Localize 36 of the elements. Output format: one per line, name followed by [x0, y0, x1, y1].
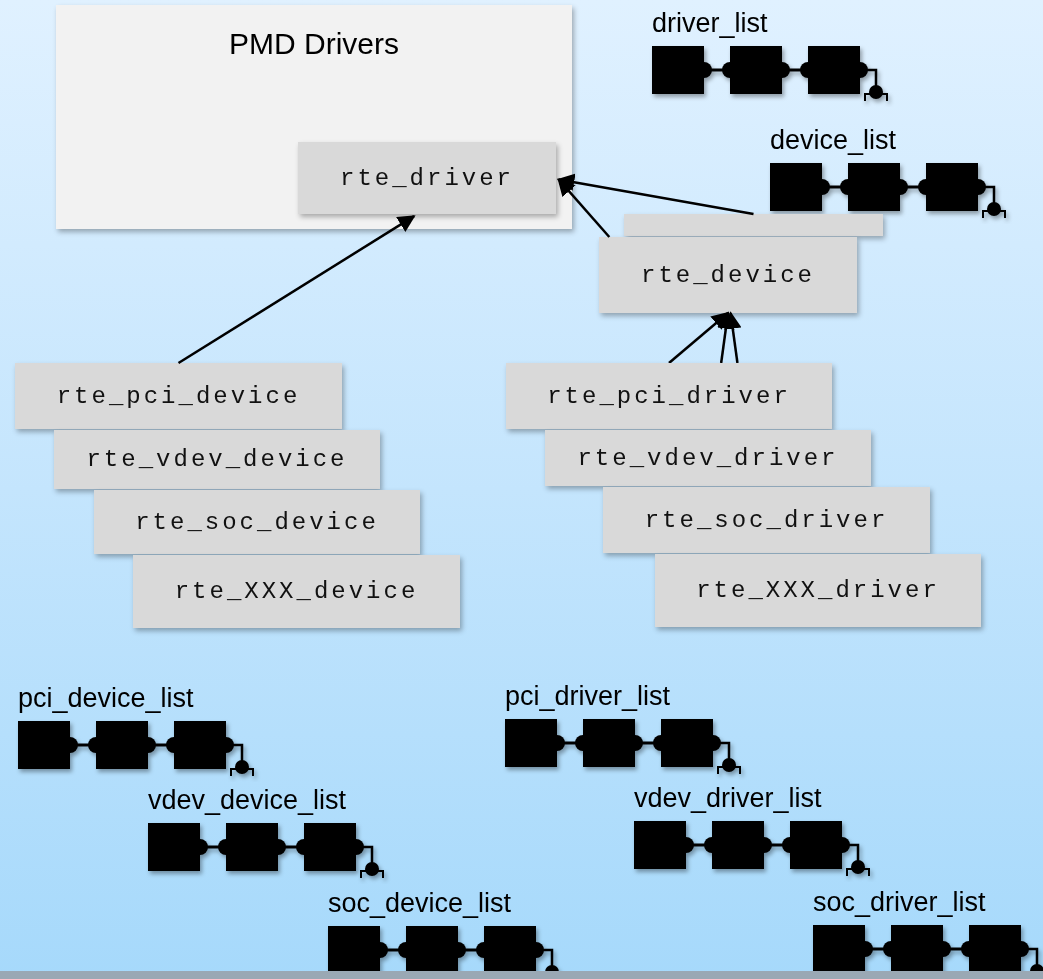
- struct-name: rte_soc_driver: [644, 506, 889, 534]
- struct-name: rte_soc_device: [135, 508, 379, 536]
- list-title: soc_device_list: [328, 888, 512, 919]
- struct-box: [94, 490, 420, 554]
- struct-box: [54, 430, 380, 489]
- arrow: [557, 178, 611, 238]
- list-title: driver_list: [652, 8, 768, 39]
- struct-name: rte_vdev_device: [86, 446, 348, 473]
- struct-name: rte_XXX_device: [174, 578, 419, 605]
- list-title: vdev_device_list: [148, 785, 347, 816]
- arrow: [556, 173, 754, 216]
- group-title: PMD Drivers: [229, 27, 399, 62]
- struct-box: [599, 237, 857, 313]
- struct-box: [545, 430, 871, 486]
- struct-name: rte_pci_device: [56, 382, 301, 410]
- struct-name: rte_vdev_driver: [577, 444, 839, 472]
- struct-name: rte_device: [641, 261, 815, 289]
- arrow: [177, 215, 416, 365]
- list-title: soc_driver_list: [813, 887, 986, 918]
- list-title: pci_device_list: [18, 683, 194, 714]
- group-panel: [56, 5, 572, 229]
- struct-name: rte_pci_driver: [547, 382, 791, 410]
- arrow: [724, 311, 742, 364]
- struct-box: [133, 555, 460, 628]
- list-title: vdev_driver_list: [634, 783, 822, 814]
- struct-box: [15, 363, 342, 429]
- struct-box: [603, 487, 930, 553]
- struct-name: rte_driver: [340, 164, 514, 192]
- struct-box: [298, 142, 556, 214]
- list-title: device_list: [770, 125, 897, 156]
- struct-box: [655, 554, 981, 627]
- stacked-box: [624, 214, 883, 236]
- struct-box: [506, 363, 832, 429]
- list-title: pci_driver_list: [505, 681, 671, 712]
- arrow: [668, 311, 730, 364]
- struct-name: rte_XXX_driver: [696, 577, 940, 604]
